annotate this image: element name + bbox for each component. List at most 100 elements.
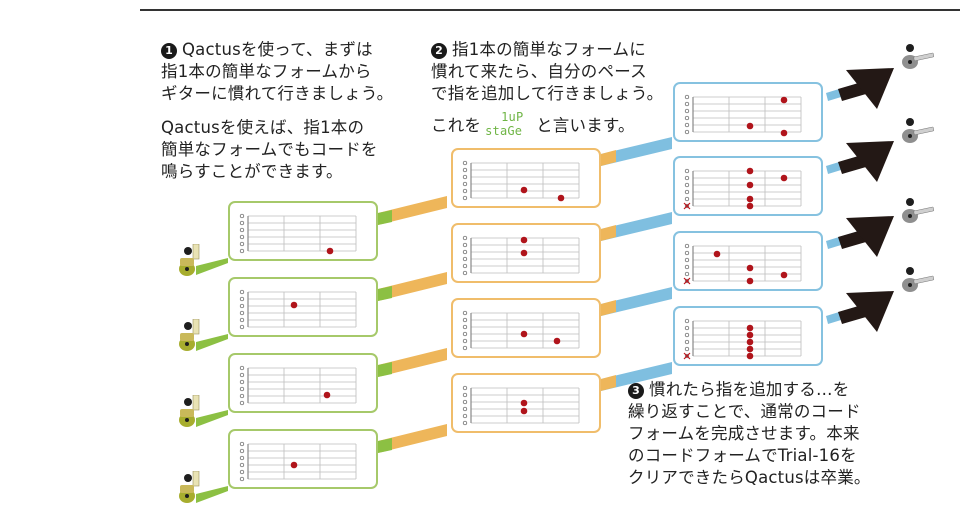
arrow-final-2 [826,141,894,182]
step1-line-6: 鳴らすことができます。 [161,162,343,181]
step3-line-5: クリアできたらQactusは卒業。 [628,468,871,487]
open-string-marker [239,469,245,475]
stage3-chord-card-4 [673,306,823,366]
open-string-marker [462,249,468,255]
step3-line-2: 繰り返すことで、通常のコード [628,402,861,421]
link-2-3-b [601,212,672,241]
guitarist-icon-stage1-3 [179,395,200,427]
link-1-2-d [378,424,447,453]
fretboard-grid [239,365,357,406]
arrow-final-1 [826,68,894,109]
open-string-marker [239,310,245,316]
stage2-chord-card-2 [451,223,601,283]
finger-dot [323,391,331,399]
logo-top-text: 1uP [501,110,524,124]
step2-text: 2 指1本の簡単なフォームに 慣れて来たら、自分のペース で指を追加して行きましょ… [431,39,663,141]
stage3-chord-card-1 [673,82,823,142]
open-string-marker [462,235,468,241]
stage2-chord-card-3 [451,298,601,358]
open-string-marker [239,289,245,295]
open-string-marker [462,310,468,316]
step2-line-3: で指を追加して行きましょう。 [431,84,664,103]
fretboard-grid [239,441,357,482]
fretboard-grid [239,289,357,330]
open-string-marker [239,227,245,233]
stage2-chord-card-4 [451,373,601,433]
open-string-marker [684,115,690,121]
fretboard-grid [683,167,802,210]
open-string-marker [239,462,245,468]
step3-number: 3 [628,383,644,399]
guitarist-icon-stage1-4 [179,471,200,503]
finger-dot [746,264,754,272]
step2-line-1: 指1本の簡単なフォームに [452,40,646,59]
open-string-marker [239,317,245,323]
finger-dot [746,202,754,210]
stage1-chord-card-3 [228,353,378,413]
open-string-marker [684,94,690,100]
open-string-marker [239,476,245,482]
step2-line-2: 慣れて来たら、自分のペース [431,62,647,81]
step3-line-1: 慣れたら指を追加する…を [649,380,850,399]
logo-bottom-text: staGe [485,124,523,138]
link-2-3-c [601,287,672,316]
finger-dot [557,194,565,202]
open-string-marker [239,303,245,309]
open-string-marker [239,220,245,226]
finger-dot [746,324,754,332]
step1-line-4: Qactusを使えば、指1本の [161,118,365,137]
open-string-marker [239,296,245,302]
arrow-final-3 [826,216,894,257]
open-string-marker [462,331,468,337]
fretboard-grid [683,243,802,285]
finger-dot [746,352,754,360]
open-string-marker [684,168,690,174]
open-string-marker [239,241,245,247]
step2-line-4-suffix: と言います。 [536,116,635,135]
finger-dot [520,236,528,244]
guitarist-icon-final-1 [902,44,935,69]
finger-dot [326,247,334,255]
muted-string-mark [683,277,691,285]
open-string-marker [239,365,245,371]
open-string-marker [239,448,245,454]
step2-line-4-prefix: これを [431,116,482,135]
finger-dot [520,407,528,415]
finger-dot [290,461,298,469]
open-string-marker [462,160,468,166]
open-string-marker [462,392,468,398]
finger-dot [780,96,788,104]
step2-number: 2 [431,43,447,59]
finger-dot [520,249,528,257]
open-string-marker [684,346,690,352]
open-string-marker [462,181,468,187]
open-string-marker [684,318,690,324]
open-string-marker [684,101,690,107]
open-string-marker [462,195,468,201]
stage3-chord-card-3 [673,231,823,291]
open-string-marker [684,271,690,277]
open-string-marker [239,213,245,219]
open-string-marker [462,345,468,351]
finger-dot [746,167,754,175]
open-string-marker [462,324,468,330]
finger-dot [746,122,754,130]
muted-string-mark [683,202,691,210]
fretboard-grid [684,94,802,137]
finger-dot [520,186,528,194]
open-string-marker [684,264,690,270]
step1-line-3: ギターに慣れて行きましょう。 [161,84,394,103]
open-string-marker [684,129,690,135]
guitarist-icon-stage1-1 [179,244,200,276]
open-string-marker [462,317,468,323]
open-string-marker [239,386,245,392]
open-string-marker [462,420,468,426]
finger-dot [780,174,788,182]
open-string-marker [239,324,245,330]
finger-dot [746,181,754,189]
fretboard-grid [239,213,357,255]
open-string-marker [462,270,468,276]
stage1-chord-card-2 [228,277,378,337]
